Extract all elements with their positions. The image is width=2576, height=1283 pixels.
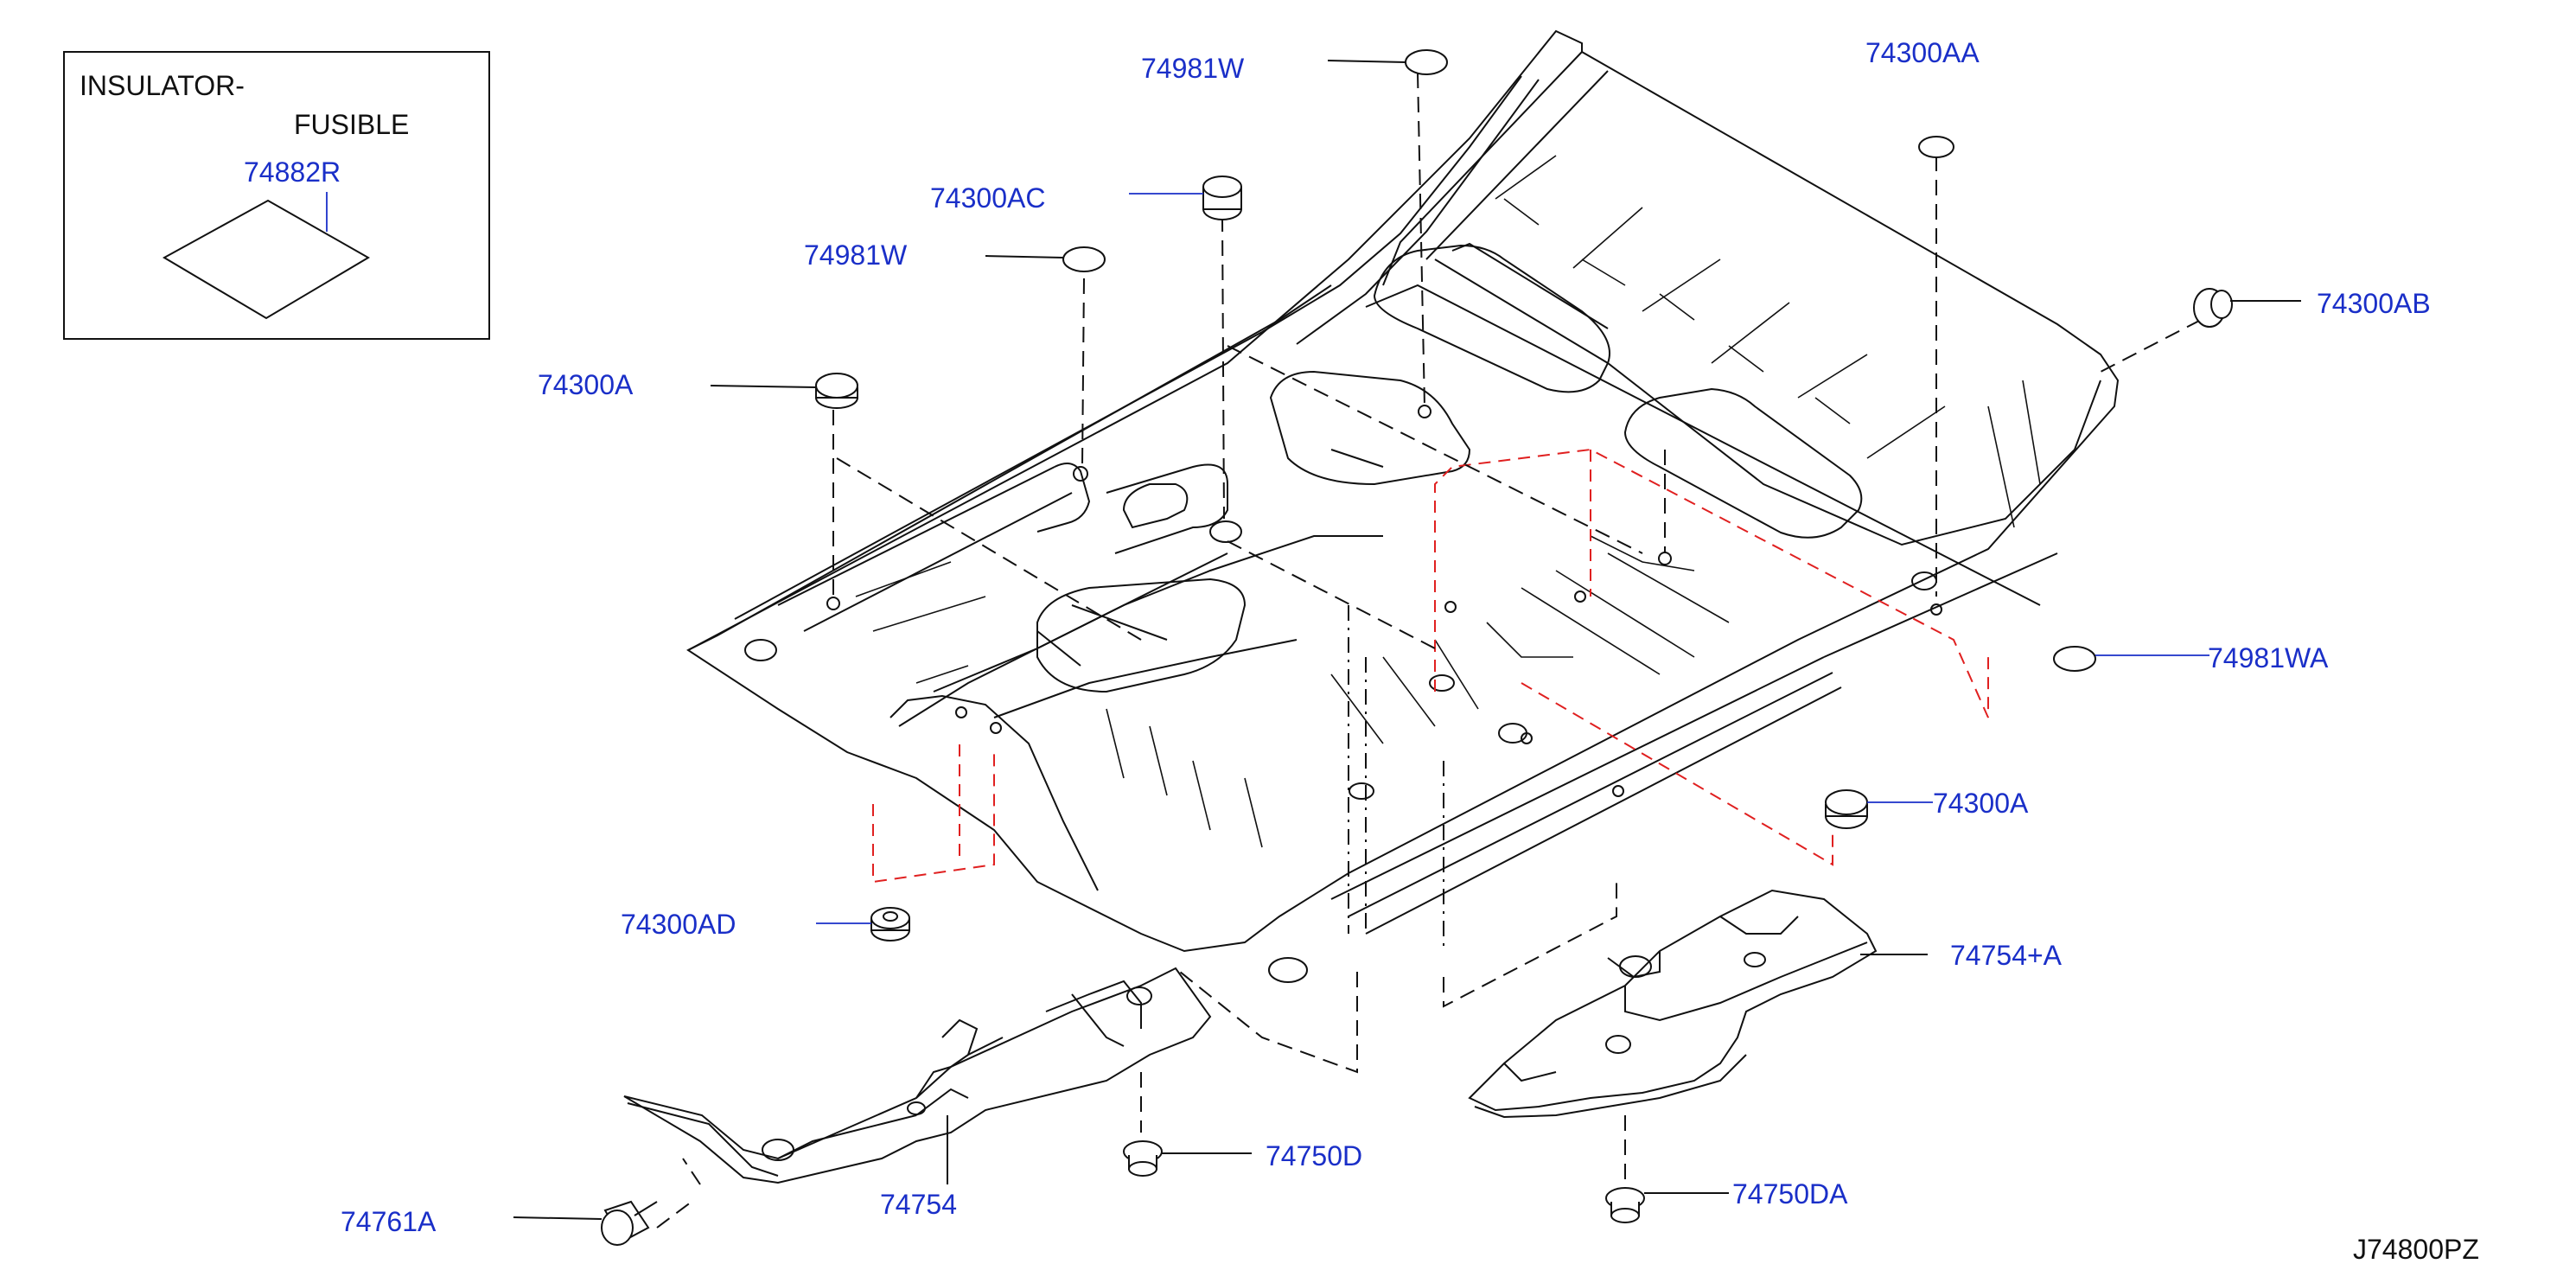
label-74300A-right[interactable]: 74300A (1933, 788, 2029, 819)
under-cover-74754A (1468, 889, 1878, 1119)
label-74754[interactable]: 74754 (880, 1189, 957, 1220)
grommet-74300A-left[interactable] (815, 373, 858, 409)
grommet-74300AC[interactable] (1202, 176, 1242, 220)
fasteners (601, 49, 2233, 1246)
nut-74750D[interactable] (1123, 1140, 1163, 1177)
grommet-74300A-right[interactable] (1825, 789, 1868, 829)
inset-title-line2: FUSIBLE (294, 109, 409, 140)
label-74300AA[interactable]: 74300AA (1865, 37, 1980, 68)
under-cover-74754 (623, 967, 1212, 1184)
label-74300AB[interactable]: 74300AB (2317, 288, 2431, 319)
label-74300AD[interactable]: 74300AD (621, 909, 736, 940)
plug-74300AA[interactable] (1918, 136, 1954, 158)
diagram-code: J74800PZ (2353, 1234, 2479, 1265)
bolt-74761A[interactable] (601, 1200, 658, 1246)
grommet-74300AB[interactable] (2193, 288, 2233, 328)
label-74981WA[interactable]: 74981WA (2208, 642, 2329, 673)
inset-box: INSULATOR- FUSIBLE 74882R (63, 51, 490, 340)
grommet-74300AD[interactable] (870, 907, 910, 942)
insulator-fusible-pad (162, 199, 370, 320)
label-74761A[interactable]: 74761A (341, 1206, 437, 1237)
red-dashed-indicators (872, 448, 1989, 884)
label-74300AC[interactable]: 74300AC (930, 182, 1045, 214)
assembly-dashed-lines (656, 72, 2202, 1229)
label-74754A[interactable]: 74754+A (1950, 940, 2063, 971)
label-74981W-mid[interactable]: 74981W (804, 239, 908, 271)
plug-74981W-mid[interactable] (1062, 246, 1106, 272)
nut-74750DA[interactable] (1605, 1187, 1645, 1223)
part-labels: 74981W 74300AA 74300AC 74981W 74300AB 74… (341, 37, 2479, 1265)
floor-panel (686, 29, 2120, 983)
plug-74981W-top[interactable] (1405, 49, 1448, 75)
plug-74981WA[interactable] (2053, 646, 2096, 672)
label-74882R[interactable]: 74882R (244, 156, 341, 188)
inset-title-line1: INSULATOR- (80, 70, 245, 101)
label-74750DA[interactable]: 74750DA (1732, 1178, 1848, 1210)
label-74981W-top[interactable]: 74981W (1141, 53, 1245, 84)
label-74750D[interactable]: 74750D (1266, 1140, 1362, 1171)
leader-lines (513, 60, 2301, 1220)
label-74300A-left[interactable]: 74300A (538, 369, 634, 400)
